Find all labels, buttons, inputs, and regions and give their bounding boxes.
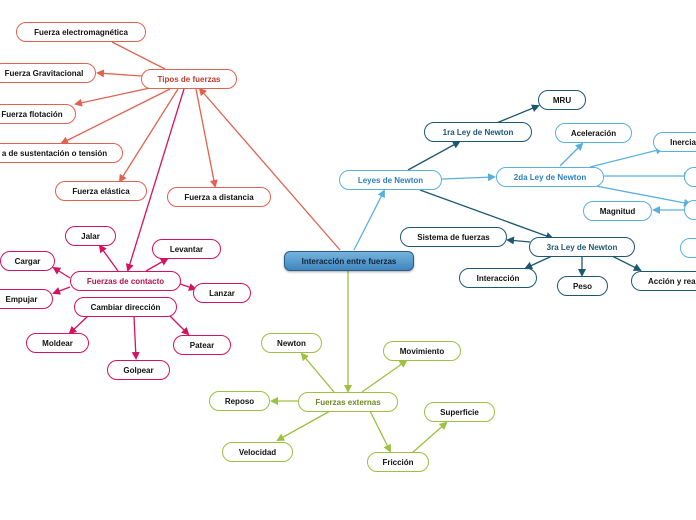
cargar-node[interactable]: Cargar [0,251,55,271]
link-primera-mru [493,104,540,125]
link-contacto-levantar [145,258,169,272]
fuerza-electromagnetica-node[interactable]: Fuerza electromagnética [16,22,146,42]
link-leyes-tercera [419,189,554,240]
friccion-node[interactable]: Fricción [367,452,429,472]
link-tercera-interaccion [524,255,553,270]
link-tipos-distancia [195,88,218,188]
segunda-ley-node[interactable]: 2da Ley de Newton [496,167,604,187]
link-leyes-segunda [441,173,496,182]
link-leyes-primera [407,141,461,171]
fuerzas-de-contacto-node[interactable]: Fuerzas de contacto [70,271,181,291]
fuerza-gravitacional-node[interactable]: Fuerza Gravitacional [0,63,96,83]
inercia-node[interactable]: Inercia [653,132,696,152]
golpear-node[interactable]: Golpear [107,360,170,380]
link-direccion-moldear [68,315,89,335]
link-externas-friccion [369,410,391,453]
link-externas-newton [300,352,335,393]
link-segunda-inercia [589,146,664,168]
peso-node[interactable]: Peso [557,276,608,296]
fuerzas-externas-node[interactable]: Fuerzas externas [298,392,398,412]
fuerza-elastica-node[interactable]: Fuerza elástica [55,181,147,201]
link-tercera-sistema [506,236,531,245]
interaccion-node[interactable]: Interacción [459,268,537,288]
link-tipos-contacto [125,88,185,272]
patear-node[interactable]: Patear [173,335,231,355]
link-friccion-superficie [411,421,448,454]
primera-ley-node[interactable]: 1ra Ley de Newton [424,122,532,142]
sistema-de-fuerzas-node[interactable]: Sistema de fuerzas [400,227,507,247]
link-tipos-flotacion [74,87,151,107]
link-central-tipos [198,87,341,251]
central-topic[interactable]: Interacción entre fuerzas [284,251,414,271]
link-central-leyes [353,189,385,251]
link-tipos-electromagnetica [111,41,166,70]
link-externas-movimiento [361,359,408,393]
superficie-node[interactable]: Superficie [424,402,495,422]
tercera-ley-node[interactable]: 3ra Ley de Newton [529,237,635,257]
tipos-de-fuerzas-node[interactable]: Tipos de fuerzas [141,69,237,89]
link-direccion-patear [169,315,190,336]
link-contacto-lanzar [179,283,197,291]
link-contacto-jalar [98,244,119,272]
lanzar-node[interactable]: Lanzar [193,283,251,303]
link-tipos-sustentacion [60,88,171,144]
movimiento-node[interactable]: Movimiento [383,341,461,361]
velocidad-node[interactable]: Velocidad [222,442,293,462]
link-segunda-aceleracion [559,142,584,167]
jalar-node[interactable]: Jalar [65,226,116,246]
link-externas-velocidad [276,410,331,441]
levantar-node[interactable]: Levantar [152,239,221,259]
cambiar-direccion-node[interactable]: Cambiar dirección [74,297,177,317]
mru-node[interactable]: MRU [538,90,586,110]
moldear-node[interactable]: Moldear [26,333,89,353]
aceleracion-node[interactable]: Aceleración [555,123,632,143]
magnitud-node[interactable]: Magnitud [583,201,652,221]
fuerza-sustentacion-node[interactable]: a de sustentación o tensión [0,143,123,163]
right-node-1[interactable] [684,167,696,187]
link-contacto-empujar [52,286,71,295]
link-tercera-accion [611,255,642,271]
link-tipos-gravitacional [96,69,143,78]
fuerza-flotacion-node[interactable]: Fuerza flotación [0,104,76,124]
link-direccion-golpear [131,316,140,360]
right-node-3[interactable] [680,238,696,258]
empujar-node[interactable]: Empujar [0,289,53,309]
accion-y-reaccion-node[interactable]: Acción y rea [631,271,696,291]
link-segunda-right2 [595,185,692,207]
newton-node[interactable]: Newton [261,333,322,353]
reposo-node[interactable]: Reposo [209,391,270,411]
right-node-2[interactable] [684,200,696,220]
link-contacto-cargar [52,266,71,279]
link-tipos-elastica [118,88,179,183]
fuerza-a-distancia-node[interactable]: Fuerza a distancia [167,187,271,207]
leyes-de-newton-node[interactable]: Leyes de Newton [339,170,442,190]
